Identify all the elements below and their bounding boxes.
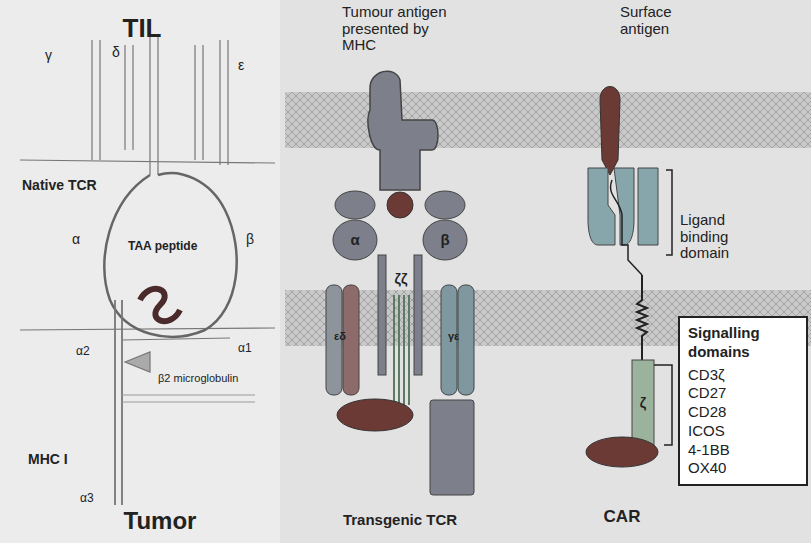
- label: α1: [238, 342, 252, 355]
- surface-antigen: [600, 87, 620, 176]
- antigen: [387, 192, 413, 218]
- node-text: Signalling domains: [688, 324, 788, 362]
- label: Transgenic TCR: [343, 512, 457, 529]
- label: Native TCR: [22, 178, 97, 193]
- label: Tumor: [124, 508, 197, 534]
- label: Ligand binding domain: [680, 212, 760, 262]
- signalling-box: Signalling domainsCD3ζCD27CD28ICOS4-1BBO…: [678, 316, 808, 486]
- label: γε: [448, 330, 459, 342]
- til-sketch: [20, 35, 275, 505]
- node-text: CD3ζ: [688, 366, 798, 385]
- label: α3: [80, 492, 94, 505]
- label: α: [72, 232, 80, 247]
- tcr-beta: [423, 220, 467, 260]
- label: ζζ: [395, 272, 408, 287]
- label: εδ: [334, 330, 346, 342]
- bracket: [666, 170, 672, 255]
- adaptor: [430, 400, 474, 495]
- panel-ground: [0, 0, 280, 543]
- label: ζ: [640, 396, 646, 411]
- label: β2 microglobulin: [158, 372, 238, 384]
- bracket: [654, 365, 672, 445]
- node-text: OX40: [688, 459, 798, 478]
- node-text: CD27: [688, 384, 798, 403]
- tcr-alpha: [333, 220, 377, 260]
- mhc-molecule: [368, 71, 438, 190]
- label: Tumour antigen presented by MHC: [342, 4, 452, 54]
- label: TIL: [123, 14, 162, 43]
- label: CAR: [604, 508, 641, 527]
- label: MHC I: [28, 452, 68, 467]
- kinase: [586, 437, 658, 467]
- label: ε: [238, 58, 244, 73]
- taa-peptide: [140, 289, 180, 321]
- label: Surface antigen: [620, 4, 700, 37]
- label: TAA peptide: [128, 240, 197, 253]
- membrane: [285, 92, 811, 148]
- label: β: [246, 232, 254, 247]
- label: γ: [45, 48, 52, 63]
- label: δ: [112, 45, 120, 60]
- signalling-chain: [632, 360, 654, 448]
- node-text: 4-1BB: [688, 441, 798, 460]
- node-text: ICOS: [688, 422, 798, 441]
- label: α2: [76, 345, 90, 358]
- label: α: [350, 232, 359, 249]
- cd3-epsilon: [458, 285, 474, 395]
- kinase: [337, 399, 413, 431]
- hinge: [637, 275, 647, 360]
- scfv: [588, 168, 615, 245]
- node-text: CD28: [688, 403, 798, 422]
- zeta-chains: [394, 295, 409, 405]
- label: β: [440, 232, 449, 249]
